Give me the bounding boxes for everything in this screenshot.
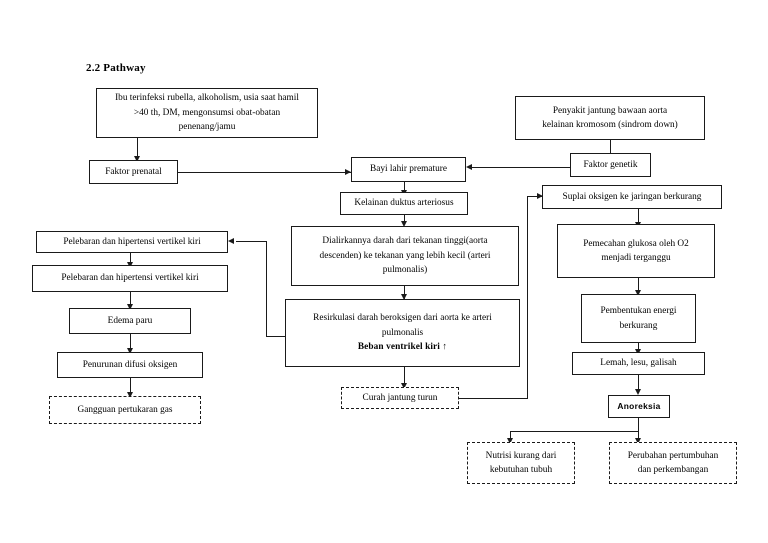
arrowhead-energi [634,290,641,296]
node-edema-label: Edema paru [107,315,153,326]
connector-penyakit-to-genetik [610,140,612,158]
node-perubahan-pertumbuhan[interactable]: Perubahan pertumbuhan dan perkembangan [609,442,737,484]
connector-suplai-to-pemecahan [638,209,640,224]
node-resirkulasi-darah[interactable]: Resirkulasi darah beroksigen dari aorta … [285,299,520,367]
node-anoreksia[interactable]: Anoreksia [608,395,670,418]
connector-resirkulasi-left-stub [266,336,292,338]
node-nutrisi-line2: kebutuhan tubuh [489,465,553,475]
node-gangguan-label: Gangguan pertukaran gas [77,404,173,415]
node-pelebaran2-label: Pelebaran dan hipertensi vertikel kiri [61,273,199,284]
node-maternal-factors[interactable]: Ibu terinfeksi rubella, alkoholism, usia… [96,88,318,138]
node-lemah-lesu-galisah[interactable]: Lemah, lesu, galisah [572,352,705,375]
node-dialirkan-line2: descenden) ke tekanan yang lebih kecil (… [319,250,491,261]
arrowhead-resirkulasi [400,294,407,300]
node-penurunan-difusi-oksigen[interactable]: Penurunan difusi oksigen [57,352,203,378]
node-dialirkan-line3: pulmonalis) [382,265,428,276]
node-pemecahan-line2: menjadi terganggu [601,253,671,263]
arrowhead-edema [126,304,133,310]
node-energi-line2: berkurang [619,320,658,331]
arrowhead-nutrisi [506,438,513,444]
arrowhead-difusi [126,348,133,354]
node-nutrisi-kurang[interactable]: Nutrisi kurang dari kebutuhan tubuh [467,442,575,484]
connector-dialirkan-to-resirkulasi [404,286,406,299]
node-resirkulasi-line1: Resirkulasi darah beroksigen dari aorta … [313,313,492,324]
connector-curah-right [459,398,528,400]
connector-into-pelebaran1 [236,241,267,243]
node-resirkulasi-line2: pulmonalis [381,327,424,338]
node-kelainan-duktus-arteriosus[interactable]: Kelainan duktus arteriosus [340,192,468,215]
page-title: 2.2 Pathway [86,62,146,74]
connector-anoreksia-down [638,418,640,432]
connector-resirkulasi-to-curah [404,367,406,387]
node-nutrisi-line1: Nutrisi kurang dari [485,450,557,461]
arrowhead-prenatal [133,156,140,162]
connector-to-perubahan [638,431,640,442]
node-resirkulasi-line3-beban: Beban ventrikel kiri ↑ [357,342,448,353]
node-difusi-label: Penurunan difusi oksigen [82,359,178,370]
connector-to-nutrisi [510,431,512,442]
node-pemecahan-line1: Pemecahan glukosa oleh O2 [583,238,689,249]
node-anoreksia-label: Anoreksia [617,400,661,411]
connector-maternal-to-prenatal [137,138,139,160]
node-energi-line1: Pembentukan energi [600,306,677,317]
connector-curah-into-suplai [527,196,542,198]
node-edema-paru[interactable]: Edema paru [69,308,191,334]
connector-bayi-to-kelainan [404,182,406,192]
arrowhead-gangguan [126,392,133,398]
node-faktor-prenatal-label: Faktor prenatal [105,166,162,177]
connector-prenatal-to-bayi [178,172,351,174]
node-suplai-label: Suplai oksigen ke jaringan berkurang [562,191,702,202]
node-perubahan-line1: Perubahan pertumbuhan [627,450,719,461]
node-maternal-line3: penenang/jamu [178,122,236,133]
arrowhead-curah [400,383,407,389]
node-pembentukan-energi[interactable]: Pembentukan energi berkurang [581,294,696,343]
connector-pemecahan-to-energi [638,278,640,294]
node-penyakit-line1: Penyakit jantung bawaan aorta [552,105,668,116]
node-kelainan-label: Kelainan duktus arteriosus [354,198,454,209]
connector-kelainan-to-dialirkan [404,215,406,224]
node-perubahan-line2: dan perkembangan [637,465,709,475]
node-maternal-line2: >40 th, DM, mengonsumsi obat-obatan [133,107,281,118]
arrowhead-anoreksia [634,389,641,395]
connector-difusi-to-gangguan [130,378,132,396]
node-pelebaran1-label: Pelebaran dan hipertensi vertikel kiri [63,236,201,247]
arrowhead-bayi-from-left [345,168,351,175]
node-faktor-genetik-label: Faktor genetik [583,159,638,170]
node-dialirkan-line1: Dialirkannya darah dari tekanan tinggi(a… [322,236,488,247]
node-maternal-line1: Ibu terinfeksi rubella, alkoholism, usia… [115,93,299,104]
node-lemah-label: Lemah, lesu, galisah [600,358,677,369]
node-penyakit-line2: kelainan kromosom (sindrom down) [542,120,678,130]
node-bayi-label: Bayi lahir premature [370,164,447,175]
node-bayi-lahir-premature[interactable]: Bayi lahir premature [351,157,466,182]
node-pelebaran-hipertensi-1[interactable]: Pelebaran dan hipertensi vertikel kiri [36,231,228,253]
arrowhead-bayi-from-right [466,163,472,170]
node-curah-jantung-turun[interactable]: Curah jantung turun [341,387,459,409]
node-suplai-oksigen[interactable]: Suplai oksigen ke jaringan berkurang [542,185,722,209]
node-pemecahan-glukosa[interactable]: Pemecahan glukosa oleh O2 menjadi tergan… [557,224,715,278]
arrowhead-suplai [537,192,543,199]
connector-anoreksia-split [510,431,639,433]
connector-curah-up [527,196,529,399]
connector-lemah-to-anoreksia [638,375,640,391]
arrowhead-perubahan [634,438,641,444]
node-faktor-prenatal[interactable]: Faktor prenatal [89,160,178,184]
node-dialirkannya-darah[interactable]: Dialirkannya darah dari tekanan tinggi(a… [291,226,519,286]
node-gangguan-pertukaran-gas[interactable]: Gangguan pertukaran gas [49,396,201,424]
node-curah-label: Curah jantung turun [362,392,438,403]
connector-genetik-to-bayi [471,167,570,169]
connector-energi-to-lemah [638,343,640,352]
arrowhead-dialirkan [400,221,407,227]
connector-pelebaran1-to-pelebaran2 [130,253,132,265]
arrowhead-pelebaran1 [228,237,234,244]
connector-resirkulasi-up [266,241,268,337]
node-faktor-genetik[interactable]: Faktor genetik [570,153,651,177]
node-penyakit-jantung-bawaan[interactable]: Penyakit jantung bawaan aorta kelainan k… [515,96,705,140]
connector-pelebaran2-to-edema [130,292,132,308]
node-pelebaran-hipertensi-2[interactable]: Pelebaran dan hipertensi vertikel kiri [32,265,228,292]
connector-edema-to-difusi [130,334,132,352]
